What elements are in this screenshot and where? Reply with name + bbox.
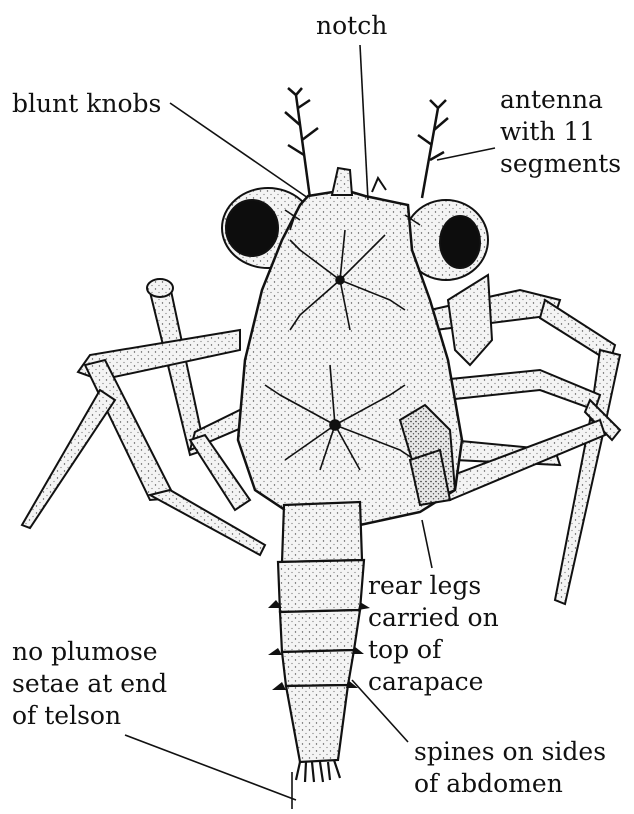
label-spines: spines on sides of abdomen	[414, 736, 606, 800]
telson	[286, 685, 348, 762]
left-eye	[226, 200, 278, 256]
label-rear-legs-line4: carapace	[368, 666, 499, 698]
label-rear-legs-line2: carried on	[368, 602, 499, 634]
label-no-plumose-line1: no plumose	[12, 636, 167, 668]
right-eye	[440, 216, 480, 268]
right-antenna	[422, 108, 438, 198]
label-blunt-knobs: blunt knobs	[12, 88, 161, 120]
abdomen	[278, 502, 364, 782]
label-rear-legs-line1: rear legs	[368, 570, 499, 602]
label-rear-legs-line3: top of	[368, 634, 499, 666]
label-spines-line1: spines on sides	[414, 736, 606, 768]
label-no-plumose-line2: setae at end	[12, 668, 167, 700]
label-antenna-line1: antenna	[500, 84, 621, 116]
left-raised-leg	[150, 286, 205, 455]
left-antenna	[296, 95, 310, 198]
rear-legs-leader	[422, 520, 432, 568]
blunt-knobs-leader	[170, 103, 308, 198]
notch-mark	[372, 178, 386, 192]
label-antenna-line2: with 11	[500, 116, 621, 148]
rostrum	[332, 168, 352, 195]
label-no-plumose-line3: of telson	[12, 700, 167, 732]
label-antenna-line3: segments	[500, 148, 621, 180]
telson-leader	[125, 735, 296, 800]
notch-leader	[360, 45, 368, 200]
label-spines-line2: of abdomen	[414, 768, 606, 800]
antenna-leader	[437, 148, 495, 160]
label-blunt-knobs-text: blunt knobs	[12, 88, 161, 120]
label-no-plumose: no plumose setae at end of telson	[12, 636, 167, 732]
label-antenna: antenna with 11 segments	[500, 84, 621, 180]
label-notch: notch	[316, 10, 387, 42]
label-rear-legs: rear legs carried on top of carapace	[368, 570, 499, 698]
label-notch-text: notch	[316, 10, 387, 42]
